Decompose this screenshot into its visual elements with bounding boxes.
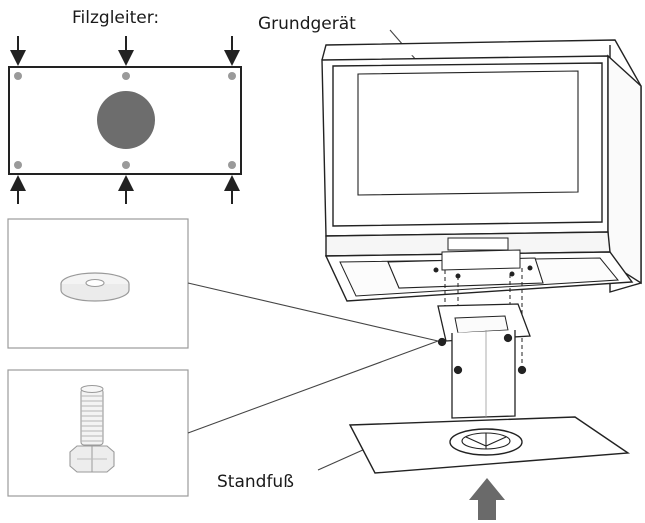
felt-pad-dot (228, 72, 236, 80)
felt-pad-arrows-bottom (10, 175, 240, 204)
stand-foot-label: Standfuß (217, 472, 294, 492)
push-up-arrow (469, 478, 505, 520)
stand-foot-plate (348, 416, 631, 474)
felt-pad-dot (122, 72, 130, 80)
felt-pads-label: Filzgleiter: (72, 8, 160, 28)
base-unit-drawing (321, 39, 642, 302)
center-disc (97, 91, 155, 149)
felt-pad-dot (14, 72, 22, 80)
base-unit-label: Grundgerät (258, 14, 356, 34)
felt-pad-plate (8, 66, 242, 175)
stand-column (437, 303, 531, 419)
felt-pad-dot (14, 161, 22, 169)
washer-detail-box (7, 218, 189, 349)
felt-pad-dot (228, 161, 236, 169)
felt-pad-arrows-top (10, 36, 240, 66)
screw-detail-box (7, 369, 189, 497)
screw-icon (69, 385, 115, 473)
felt-pad-dot (122, 161, 130, 169)
